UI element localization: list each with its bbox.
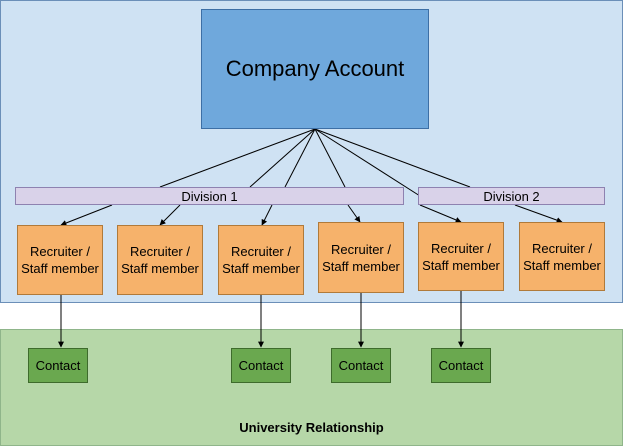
division-1-box: Division 1 bbox=[15, 187, 404, 205]
recruiter-box-6: Recruiter / Staff member bbox=[519, 222, 605, 291]
contact-box-1: Contact bbox=[28, 348, 88, 383]
recruiter-box-4: Recruiter / Staff member bbox=[318, 222, 404, 293]
contact-box-3: Contact bbox=[331, 348, 391, 383]
division-2-box: Division 2 bbox=[418, 187, 605, 205]
university-relationship-label: University Relationship bbox=[239, 420, 384, 435]
contact-box-4: Contact bbox=[431, 348, 491, 383]
recruiter-box-5: Recruiter / Staff member bbox=[418, 222, 504, 291]
recruiter-box-2: Recruiter / Staff member bbox=[117, 225, 203, 295]
company-account-box: Company Account bbox=[201, 9, 429, 129]
contact-box-2: Contact bbox=[231, 348, 291, 383]
university-region bbox=[0, 329, 623, 446]
recruiter-box-1: Recruiter / Staff member bbox=[17, 225, 103, 295]
recruiter-box-3: Recruiter / Staff member bbox=[218, 225, 304, 295]
